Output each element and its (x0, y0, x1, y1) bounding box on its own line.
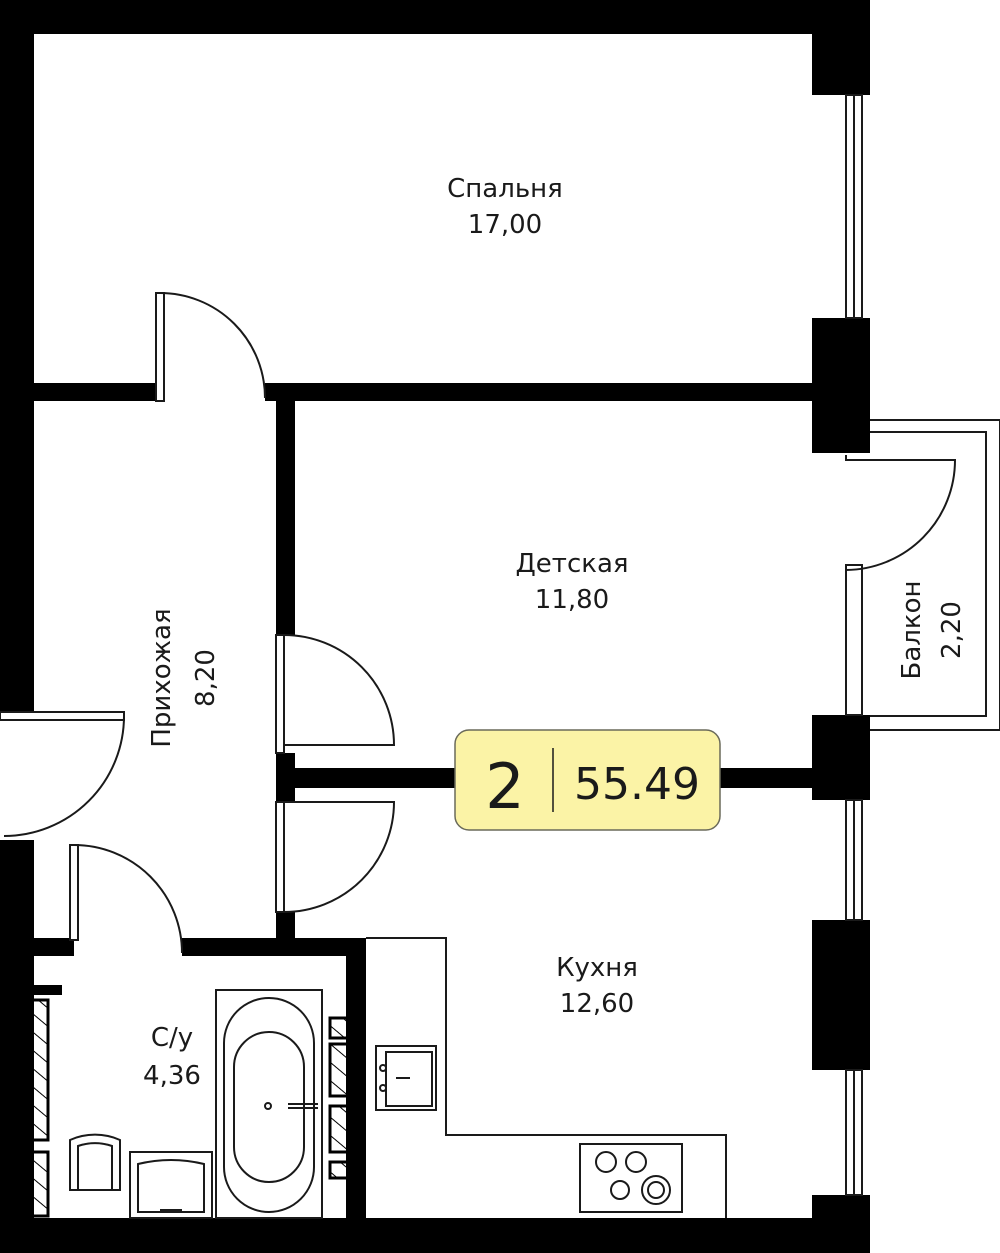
balcony-door-frame (845, 564, 863, 716)
bath-top-wall-right (182, 938, 366, 956)
kitchen-door-swing (283, 801, 396, 913)
kids-kitchen-wall-left (295, 768, 455, 788)
kids-area: 11,80 (535, 585, 609, 615)
kids-name: Детская (515, 549, 628, 579)
bedroom-area: 17,00 (468, 210, 542, 240)
bedroom-wall-left (34, 383, 156, 401)
bathroom-fixtures (69, 989, 323, 1219)
badge-room-count: 2 (485, 750, 524, 823)
bathroom-sink (129, 1151, 213, 1219)
right-pillar-4 (812, 920, 870, 1070)
right-pillar-5 (812, 1195, 870, 1253)
kids-door-swing (283, 634, 396, 746)
bedroom-wall-right (265, 383, 812, 401)
right-pillar-2 (812, 318, 870, 453)
kids-wall-lower (276, 912, 295, 940)
balcony-door-swing (845, 455, 957, 571)
hall-area: 8,20 (191, 649, 221, 707)
hall-name: Прихожая (147, 608, 177, 747)
kitchen-counter (366, 937, 727, 1218)
balcony (845, 419, 1000, 731)
kitchen-name: Кухня (556, 953, 638, 983)
top-wall (0, 0, 870, 34)
kitchen-stove (579, 1143, 683, 1213)
shafts (10, 998, 356, 1218)
kitchen-area: 12,60 (560, 989, 634, 1019)
bathroom-name: С/у (151, 1023, 193, 1053)
kitchen-fixtures (366, 937, 727, 1218)
kitchen-sink (375, 1045, 437, 1111)
doors (0, 292, 396, 954)
toilet (69, 1133, 121, 1191)
apartment-badge: 2 55.49 (454, 729, 721, 831)
kids-kitchen-wall-right (720, 768, 812, 788)
room-labels: Спальня 17,00 Детская 11,80 Прихожая 8,2… (143, 174, 967, 1091)
bath-ledge (34, 985, 62, 995)
bedroom-door-swing (159, 292, 266, 399)
bedroom-name: Спальня (447, 174, 563, 204)
bottom-wall (0, 1218, 870, 1253)
badge-total-area: 55.49 (574, 759, 700, 810)
interior-walls (34, 383, 812, 1218)
kids-wall-upper (276, 383, 295, 635)
bathroom-area: 4,36 (143, 1061, 201, 1091)
balcony-name: Балкон (897, 581, 927, 680)
bathroom-door-swing (73, 844, 183, 954)
outer-walls (0, 0, 870, 1253)
balcony-area: 2,20 (937, 601, 967, 659)
right-pillar-3 (812, 715, 870, 800)
bathtub (215, 989, 323, 1219)
kids-wall-mid (276, 753, 295, 802)
left-wall-upper (0, 0, 34, 712)
right-pillar-1 (812, 0, 870, 95)
entrance-door-swing (3, 715, 125, 837)
bath-top-wall-left (34, 938, 74, 956)
windows (845, 94, 863, 1196)
